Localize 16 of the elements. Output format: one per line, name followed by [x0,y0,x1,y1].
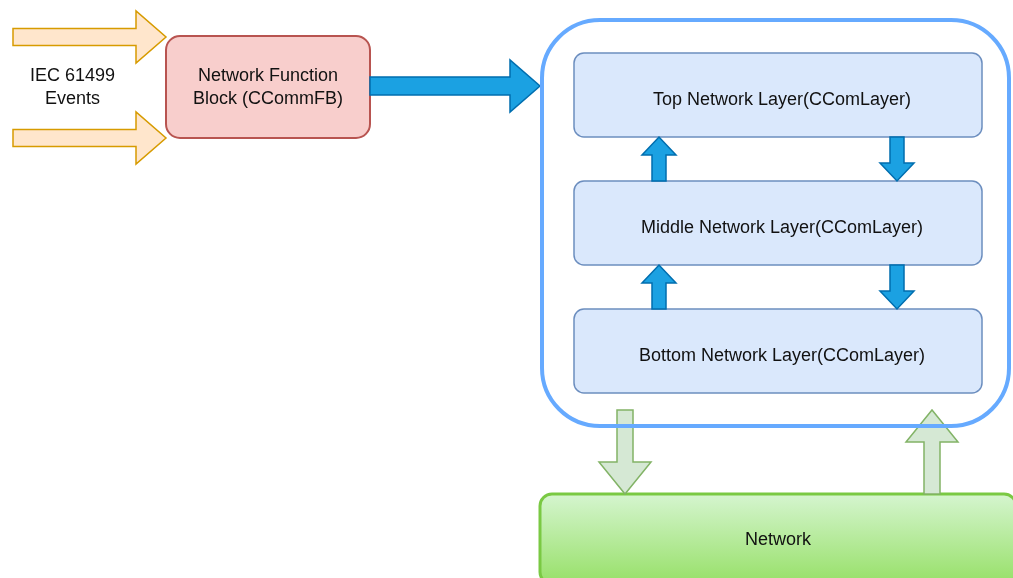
node-label: Bottom Network Layer(CComLayer) [638,343,926,367]
node-label: Network Function Block (CCommFB) [193,64,343,110]
block-arrow [640,263,678,310]
layer-stack-container [540,18,1011,428]
block-arrow [12,110,168,166]
block-arrow [878,264,916,311]
block-arrow [878,136,916,183]
node-label: Network [745,527,811,551]
block-arrow [640,135,678,182]
node-label: Middle Network Layer(CComLayer) [640,215,924,239]
block-arrow [597,409,653,496]
block-arrow [369,58,542,114]
node-label: Top Network Layer(CComLayer) [652,87,912,111]
block-arrow [904,408,960,495]
block-arrow [12,9,168,65]
text-label: IEC 61499 Events [28,64,117,110]
